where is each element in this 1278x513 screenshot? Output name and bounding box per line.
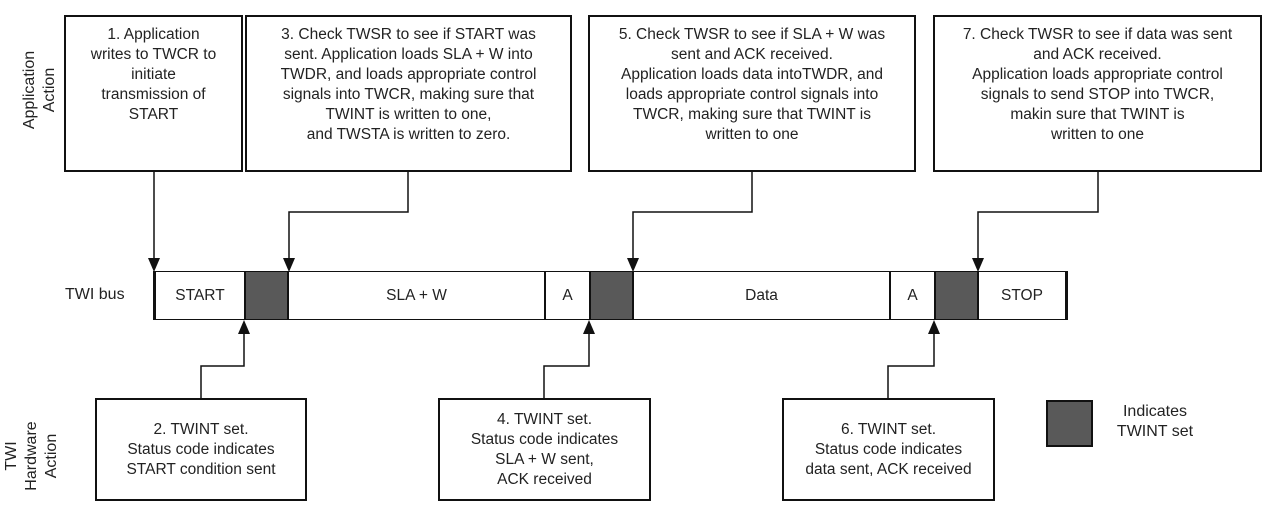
arrowhead-step6 — [928, 320, 940, 334]
twi-bus-label: TWI bus — [65, 286, 125, 303]
bus-segment-ack-2: A — [889, 272, 934, 319]
arrowhead-step7 — [972, 258, 984, 272]
arrowhead-step5 — [627, 258, 639, 272]
arrow-step6-to-bus — [887, 330, 935, 398]
arrow-step7-to-bus — [977, 170, 1099, 262]
bus-segment-twint-1 — [244, 272, 289, 319]
step-2-box: 2. TWINT set. Status code indicates STAR… — [95, 398, 307, 501]
bus-segment-data: Data — [634, 272, 889, 319]
bus-segment-ack-1: A — [544, 272, 589, 319]
lane-label-hardware: TWI Hardware Action — [3, 421, 60, 491]
bus-segment-twint-3 — [934, 272, 979, 319]
bus-segment-sla-w: SLA + W — [289, 272, 544, 319]
bus-segment-twint-2 — [589, 272, 634, 319]
bus-segment-stop: STOP — [979, 272, 1067, 319]
arrow-step2-to-bus — [200, 330, 245, 398]
step-3-box: 3. Check TWSR to see if START was sent. … — [245, 15, 572, 172]
arrowhead-step1 — [148, 258, 160, 272]
step-4-box: 4. TWINT set. Status code indicates SLA … — [438, 398, 651, 501]
arrowhead-step3 — [283, 258, 295, 272]
legend-text: Indicates TWINT set — [1116, 403, 1194, 440]
arrowhead-step4 — [583, 320, 595, 334]
bus-segment-start: START — [154, 272, 244, 319]
step-6-box: 6. TWINT set. Status code indicates data… — [782, 398, 995, 501]
legend-twint-swatch — [1046, 400, 1093, 447]
step-5-box: 5. Check TWSR to see if SLA + W was sent… — [588, 15, 916, 172]
arrow-step3-to-bus — [288, 170, 409, 262]
arrowhead-step2 — [238, 320, 250, 334]
lane-label-application: Application Action — [21, 50, 58, 130]
step-1-box: 1. Application writes to TWCR to initiat… — [64, 15, 243, 172]
arrow-step5-to-bus — [632, 170, 753, 262]
arrow-step4-to-bus — [543, 330, 590, 398]
step-7-box: 7. Check TWSR to see if data was sent an… — [933, 15, 1262, 172]
